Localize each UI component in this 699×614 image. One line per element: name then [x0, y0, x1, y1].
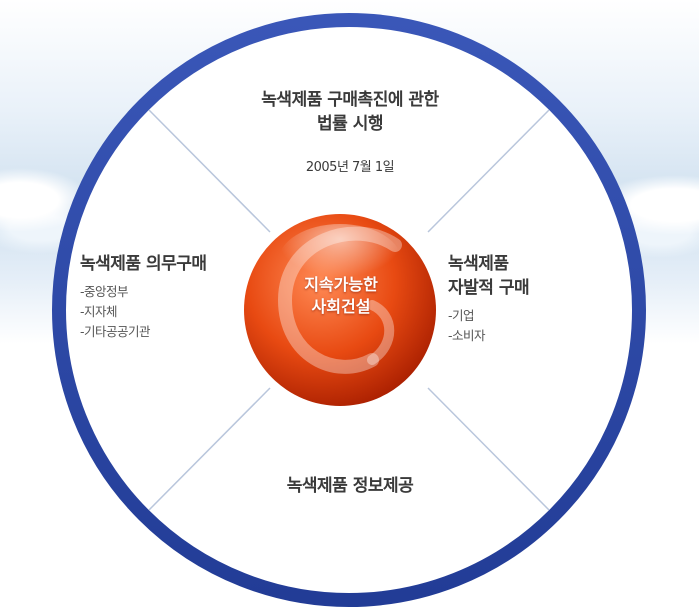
- left-quadrant: 녹색제품 의무구매 -중앙정부 -지자체 -기타공공기관: [80, 252, 270, 342]
- top-title-line1: 녹색제품 구매촉진에 관한: [261, 90, 439, 110]
- right-title-line1: 녹색제품: [448, 254, 509, 274]
- center-label-line2: 사회건설: [311, 297, 371, 316]
- right-quadrant: 녹색제품 자발적 구매 -기업 -소비자: [448, 252, 598, 346]
- sphere-highlight: [278, 224, 402, 300]
- left-item-list: -중앙정부 -지자체 -기타공공기관: [80, 282, 270, 342]
- top-quadrant-date: 2005년 7월 1일: [305, 160, 395, 175]
- divider-bottom-left: [148, 387, 271, 511]
- bottom-quadrant-title: 녹색제품 정보제공: [286, 476, 414, 496]
- top-quadrant-title: 녹색제품 구매촉진에 관한 법률 시행: [150, 88, 550, 136]
- left-item: -중앙정부: [80, 284, 129, 299]
- right-quadrant-title: 녹색제품 자발적 구매: [448, 252, 598, 300]
- right-title-line2: 자발적 구매: [448, 278, 530, 298]
- right-item: -기업: [448, 308, 475, 323]
- left-quadrant-title: 녹색제품 의무구매: [80, 254, 207, 274]
- left-item: -기타공공기관: [80, 324, 151, 339]
- divider-top-left: [148, 109, 271, 233]
- divider-bottom-right: [427, 387, 550, 511]
- swirl-emblem-icon: [277, 226, 402, 374]
- quadrant-dividers: [148, 109, 550, 511]
- center-label-line1: 지속가능한: [304, 275, 378, 294]
- right-item: -소비자: [448, 328, 486, 343]
- left-item: -지자체: [80, 304, 118, 319]
- right-item-list: -기업 -소비자: [448, 306, 598, 346]
- top-title-line2: 법률 시행: [317, 114, 383, 134]
- divider-top-right: [427, 109, 550, 233]
- center-label: 지속가능한 사회건설: [266, 274, 416, 318]
